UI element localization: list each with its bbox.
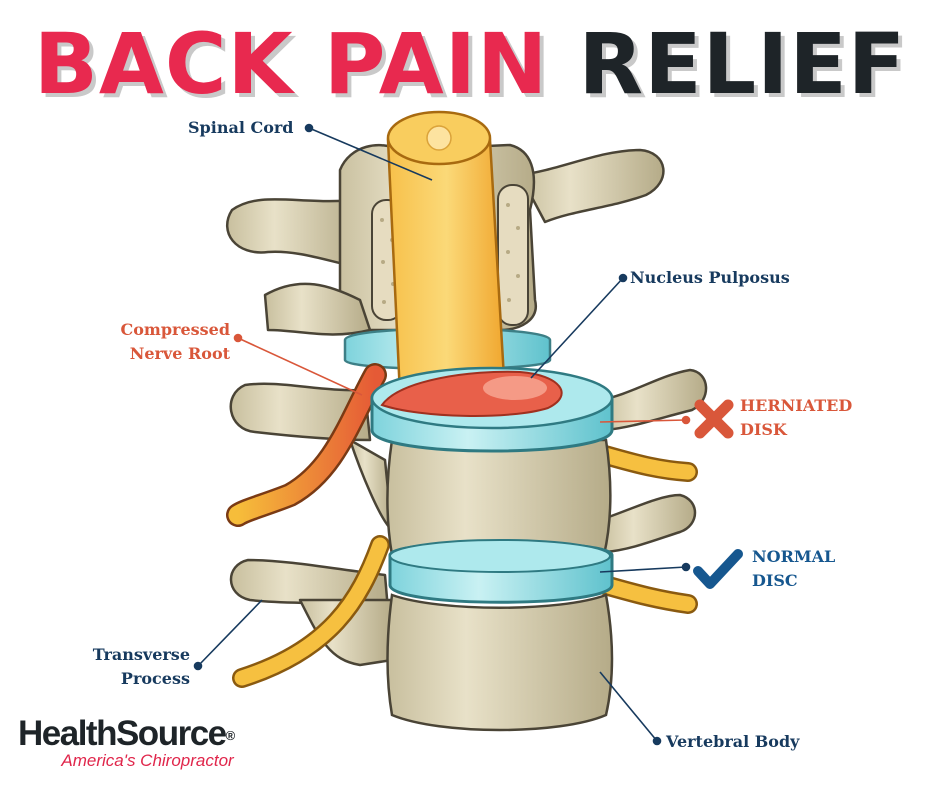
label-nucleus-pulposus: Nucleus Pulposus bbox=[630, 268, 790, 287]
middle-left-transverse-process bbox=[229, 382, 372, 442]
title-word-back-pain: BACK PAIN bbox=[33, 15, 549, 113]
brand-name-text: HealthSource bbox=[18, 714, 227, 753]
middle-lower-arch bbox=[348, 438, 394, 532]
registered-mark: ® bbox=[225, 728, 236, 743]
upper-lower-arch bbox=[263, 282, 372, 336]
label-normal-disc-line1: NORMAL bbox=[752, 547, 836, 566]
label-compressed-nerve-root-line2: Nerve Root bbox=[129, 344, 230, 363]
page-title: BACK PAIN RELIEF bbox=[0, 14, 940, 114]
label-herniated-disk: HERNIATED DISK bbox=[740, 394, 852, 442]
check-mark-icon bbox=[693, 549, 743, 589]
x-mark-icon bbox=[694, 399, 734, 439]
herniated-disk-leader bbox=[599, 419, 687, 423]
spinal-cord-leader bbox=[308, 127, 433, 181]
right-facet bbox=[497, 184, 529, 326]
label-herniated-disk-line2: DISK bbox=[740, 420, 787, 439]
label-compressed-nerve-root: Compressed Nerve Root bbox=[100, 318, 230, 366]
brand-tagline: America's Chiropractor bbox=[61, 751, 234, 770]
normal-disc-leader bbox=[599, 566, 687, 573]
label-spinal-cord: Spinal Cord bbox=[188, 118, 294, 137]
lower-right-transverse-process bbox=[598, 493, 697, 554]
title-word-relief: RELIEF bbox=[578, 15, 907, 113]
label-transverse-process: Transverse Process bbox=[60, 643, 190, 691]
brand-name: HealthSource® bbox=[18, 714, 236, 754]
compressed-nerve-root-leader bbox=[237, 337, 363, 396]
label-compressed-nerve-root-line1: Compressed bbox=[120, 320, 230, 339]
lower-vertebral-body bbox=[386, 593, 614, 732]
middle-right-transverse-process bbox=[598, 368, 708, 432]
label-transverse-process-line2: Process bbox=[120, 669, 190, 688]
label-vertebral-body: Vertebral Body bbox=[666, 732, 800, 751]
label-normal-disc: NORMAL DISC bbox=[752, 545, 835, 593]
transverse-process-leader bbox=[197, 599, 263, 667]
upper-right-transverse-process bbox=[518, 148, 665, 224]
label-herniated-disk-line1: HERNIATED bbox=[740, 396, 853, 415]
nucleus-pulposus-leader bbox=[530, 277, 624, 379]
label-normal-disc-line2: DISC bbox=[752, 571, 798, 590]
vertebral-body-leader bbox=[599, 671, 658, 742]
lower-lamina bbox=[298, 598, 394, 667]
upper-left-transverse-process bbox=[226, 198, 364, 270]
label-transverse-process-line1: Transverse bbox=[92, 645, 190, 664]
brand-logo: HealthSource® America's Chiropractor bbox=[18, 714, 236, 771]
